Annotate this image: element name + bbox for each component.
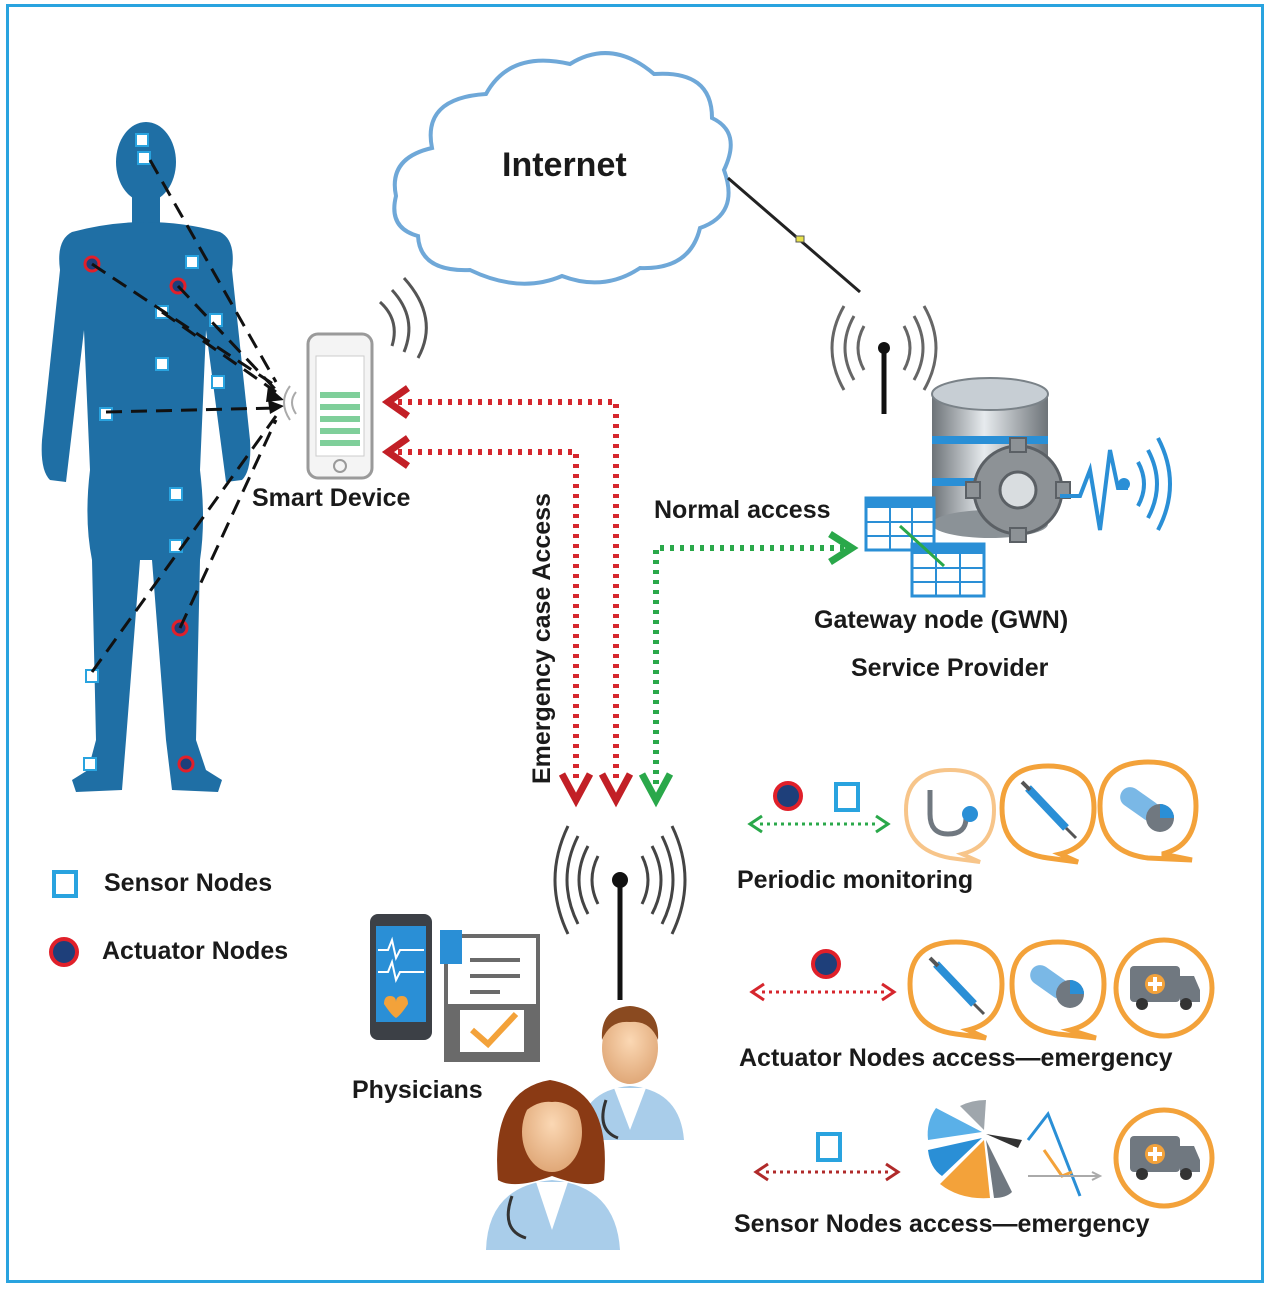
chart-icon <box>927 1100 1103 1199</box>
smartphone-icon <box>306 332 374 480</box>
human-body-icon <box>41 122 251 792</box>
actuator-emergency-graphic <box>749 949 897 1002</box>
legend-sensor-icon <box>52 870 78 898</box>
database-gear-icon <box>931 377 1071 543</box>
physician-male-icon <box>578 1006 684 1140</box>
diagram-frame <box>6 4 1264 1283</box>
stethoscope-icon <box>903 767 997 864</box>
cloud-icon <box>392 51 733 286</box>
normal-access-label: Normal access <box>654 496 831 524</box>
normal-arrowheads <box>638 531 859 808</box>
body-to-device-links <box>90 159 278 673</box>
sensor-access-label: Sensor Nodes access—emergency <box>734 1210 1150 1238</box>
actuator-access-label: Actuator Nodes access—emergency <box>739 1044 1173 1072</box>
gateway-antenna-icon <box>830 305 938 414</box>
service-provider-label: Service Provider <box>851 654 1049 682</box>
syringe-icon <box>999 763 1097 865</box>
physician-female-icon <box>486 1080 620 1250</box>
gateway-label: Gateway node (GWN) <box>814 606 1069 634</box>
smart-device-label: Smart Device <box>252 484 411 512</box>
physician-antenna-icon <box>553 825 687 1000</box>
pills-icon <box>1009 939 1107 1041</box>
device-link-arrowheads <box>266 386 284 414</box>
internet-link <box>727 176 861 294</box>
sensor-emergency-graphic <box>753 1132 901 1182</box>
normal-access-arrow <box>653 545 850 784</box>
spreadsheet-icon <box>864 496 986 598</box>
emergency-access-arrows <box>388 399 619 784</box>
legend-sensor-label: Sensor Nodes <box>104 869 273 897</box>
syringe-icon <box>907 939 1005 1041</box>
legend-actuator-label: Actuator Nodes <box>102 937 289 965</box>
pills-icon <box>1097 759 1199 863</box>
physicians-label: Physicians <box>352 1076 483 1104</box>
device-signal-icon <box>283 276 428 421</box>
clipboard-icon <box>440 930 540 1062</box>
heartbeat-signal-icon <box>1060 437 1172 531</box>
legend-actuator-icon <box>49 937 79 967</box>
internet-label: Internet <box>502 146 627 184</box>
emergency-access-label: Emergency case Access <box>528 493 556 784</box>
periodic-monitoring-graphic <box>747 781 891 834</box>
ambulance-icon <box>1113 1107 1215 1209</box>
periodic-monitoring-label: Periodic monitoring <box>737 866 974 894</box>
ambulance-icon <box>1113 937 1215 1039</box>
emergency-arrowheads <box>381 385 634 808</box>
medical-tablet-icon <box>370 914 432 1040</box>
